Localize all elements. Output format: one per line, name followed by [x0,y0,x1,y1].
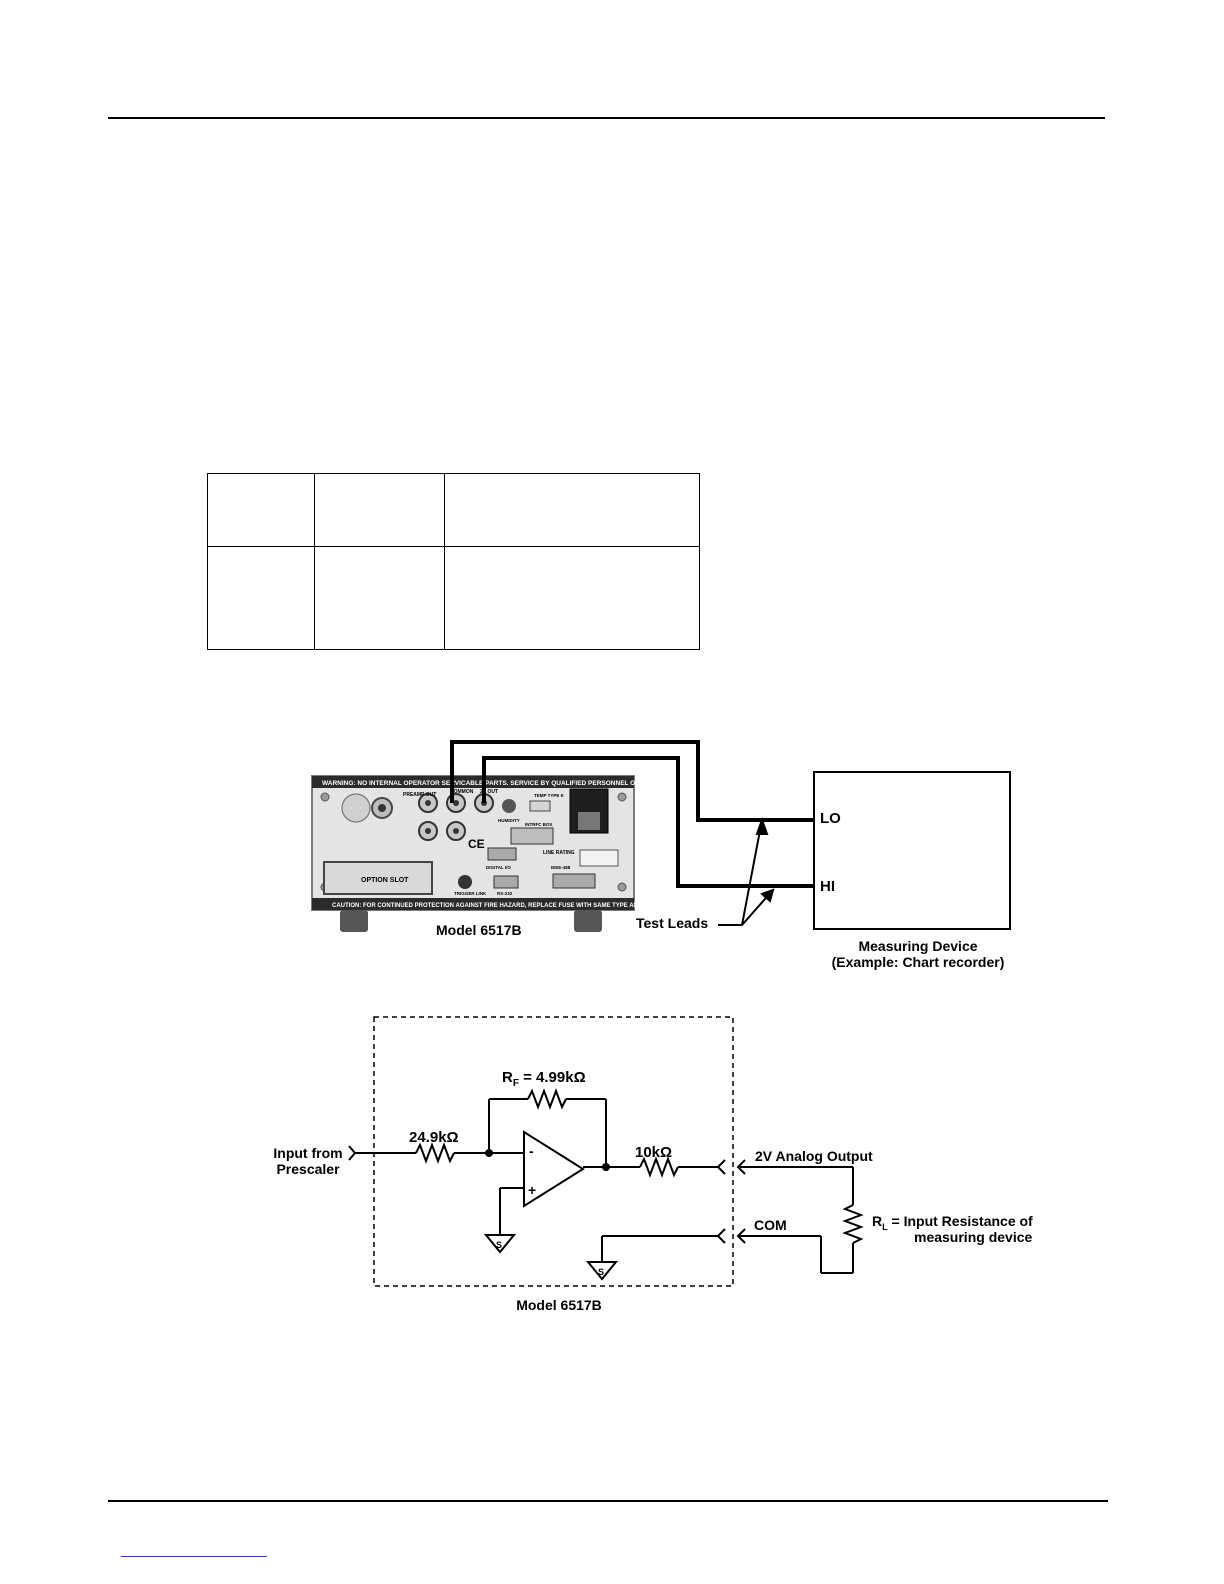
intrfc-label: INTRFC BOX [525,822,553,827]
preamp-out-label: PREAMP OUT [403,792,436,798]
footer-link[interactable] [121,1556,267,1557]
table-cell [444,546,700,650]
table-cell [444,473,700,547]
opamp-minus: - [529,1143,534,1159]
temp-label: TEMP TYPE K [534,793,565,798]
table-row [207,473,700,547]
footer-rule [108,1500,1108,1502]
line-rating-label: LINE RATING [543,850,575,856]
hi-terminal-label: HI [820,878,835,895]
input-resistor-label: 24.9kΩ [409,1129,459,1146]
digital-io-label: DIGITAL I/O [486,865,511,870]
ce-mark: CE [468,837,485,851]
rf-label: RF = 4.99kΩ [502,1069,586,1089]
instrument-caution: CAUTION: FOR CONTINUED PROTECTION AGAINS… [332,903,668,909]
schematic-box-label: Model 6517B [516,1297,602,1313]
rs232-label: RS-232 [497,891,513,896]
lo-terminal-label: LO [820,810,841,827]
input-label-line1: Input from [273,1145,342,1161]
device-label-line1: Measuring Device [858,938,977,954]
output-resistor-label: 10kΩ [635,1144,672,1161]
rl-desc-line2: measuring device [914,1229,1032,1245]
analog-output-label: 2V Analog Output [755,1148,873,1164]
com-label: COM [754,1217,787,1233]
trigger-link-label: TRIGGER LINK [454,891,487,896]
input-label-line2: Prescaler [276,1161,340,1177]
opamp-plus: + [528,1182,536,1198]
header-rule [108,117,1105,119]
ground-symbol-1: S [496,1240,502,1250]
measuring-device-box [813,771,1011,930]
common-label: COMMON [450,789,474,795]
instrument-label: Model 6517B [436,922,522,938]
humidity-label: HUMIDITY [498,818,520,823]
ieee-label: IEEE-488 [551,865,571,870]
spec-table [207,473,700,650]
test-leads-pointer [718,817,775,926]
option-slot-label: OPTION SLOT [361,877,409,884]
table-row [207,546,700,650]
test-leads [450,740,813,888]
rl-label: RL = Input Resistance of [872,1213,1033,1232]
test-leads-label: Test Leads [636,915,708,931]
v2-out-label: 2V OUT [480,789,498,795]
device-label-line2: (Example: Chart recorder) [832,954,1005,970]
schematic-wires [348,1088,864,1281]
connection-diagram: WARNING: NO INTERNAL OPERATOR SERVICABLE… [311,740,1011,970]
ground-symbol-2: S [598,1267,604,1277]
